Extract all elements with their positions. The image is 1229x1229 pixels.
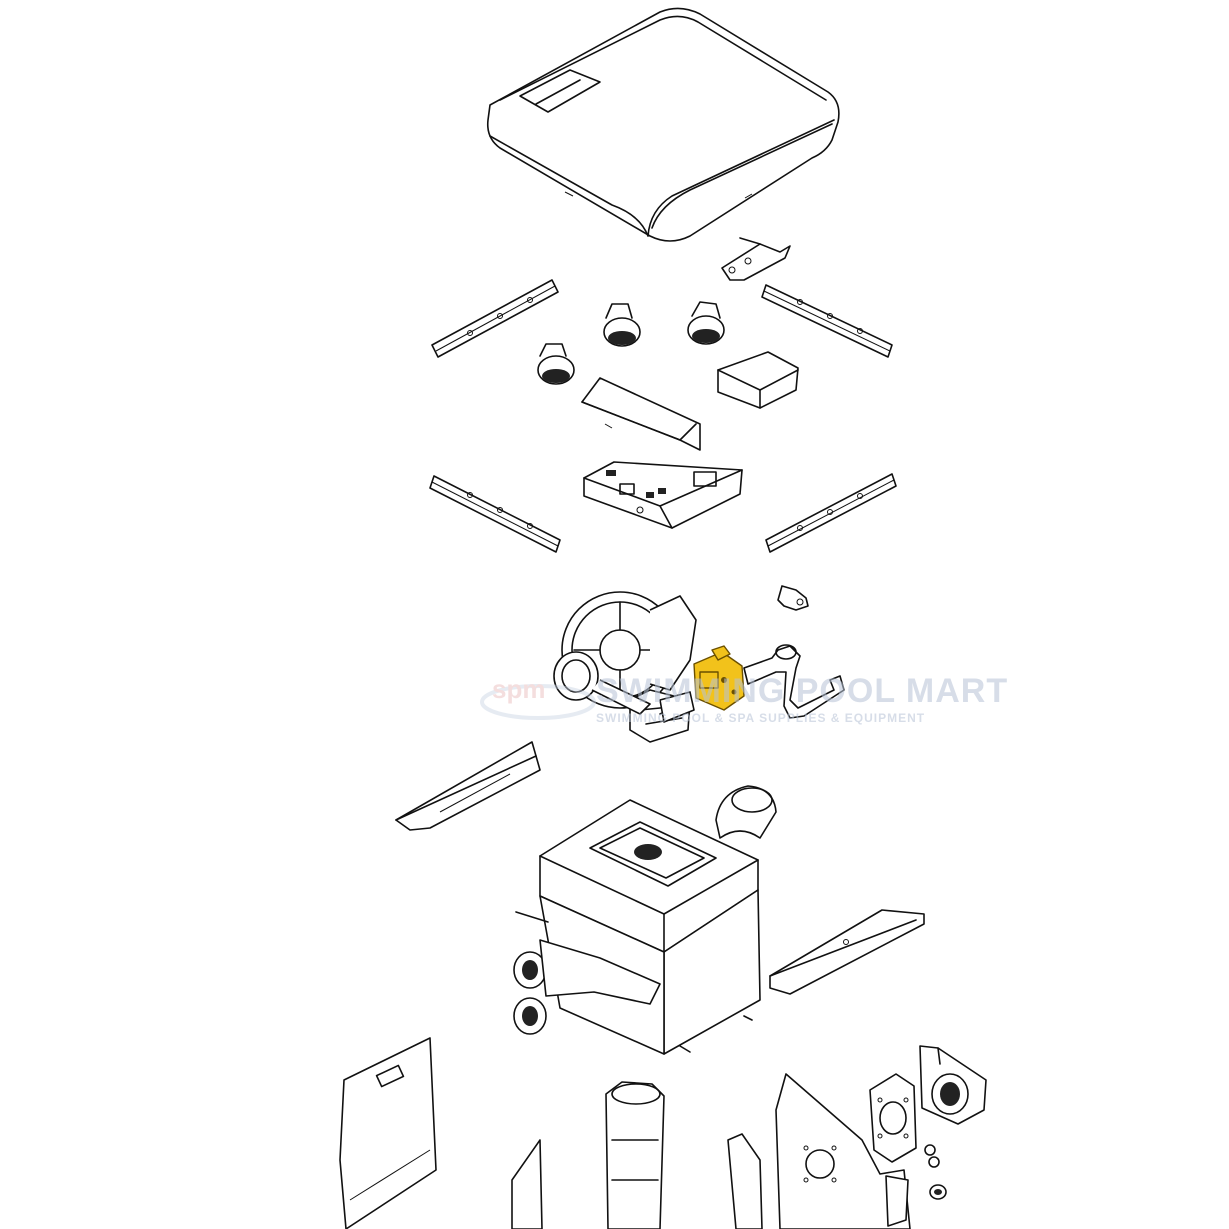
watermark-name: SWIMMING POOL MART	[596, 672, 1009, 710]
control-board[interactable]	[583, 461, 743, 529]
side-panel-front[interactable]	[775, 1073, 911, 1229]
top-cover[interactable]	[486, 7, 840, 242]
pressure-switch-2[interactable]	[687, 301, 725, 345]
side-panel-left[interactable]	[339, 1037, 437, 1229]
support-bracket-left[interactable]	[395, 741, 541, 831]
side-rail-upper-right[interactable]	[761, 284, 893, 358]
gas-pipe[interactable]	[659, 644, 845, 723]
bracket[interactable]	[721, 237, 791, 281]
clip[interactable]	[777, 585, 809, 611]
pressure-switch-1[interactable]	[603, 303, 641, 347]
flange-plate[interactable]	[869, 1073, 917, 1163]
side-rail-lower-right[interactable]	[765, 473, 897, 553]
fittings[interactable]	[924, 1144, 947, 1200]
baffle-plate[interactable]	[581, 377, 701, 451]
watermark-logo: spm	[480, 674, 596, 720]
support-bracket-right[interactable]	[769, 909, 925, 995]
gas-valve[interactable]	[693, 645, 745, 711]
pressure-switch-3[interactable]	[537, 343, 575, 385]
water-pipe-center[interactable]	[511, 1081, 763, 1229]
exhaust-adapter[interactable]	[919, 1045, 987, 1125]
side-rail-upper-left[interactable]	[431, 279, 559, 358]
shield-panel[interactable]	[717, 351, 799, 409]
blower-assembly[interactable]	[553, 591, 697, 743]
watermark-tagline: SWIMMING POOL & SPA SUPPLIES & EQUIPMENT	[596, 711, 926, 725]
side-rail-lower-left[interactable]	[429, 475, 561, 553]
watermark-logo-text: spm	[492, 674, 545, 704]
heat-exchanger[interactable]	[513, 785, 777, 1055]
